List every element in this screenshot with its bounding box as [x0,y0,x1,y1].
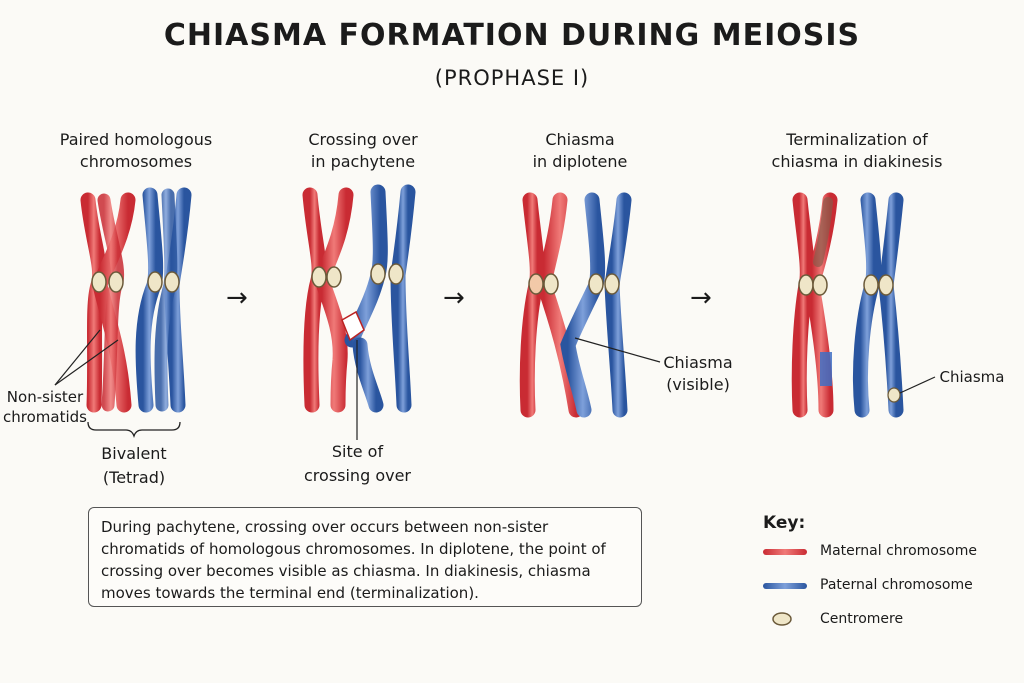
key-swatch-paternal [763,583,807,589]
paternal-segment [820,352,832,386]
annotation-line: (visible) [666,375,730,394]
paternal-chromatid [135,187,164,413]
annotation-chiasma-terminal: Chiasma [939,368,1005,386]
centromere-icon [326,266,342,288]
arrow-icon: → [690,283,712,313]
key-swatch-maternal [763,549,807,555]
bracket [87,421,181,439]
centromere-icon [108,271,124,293]
centromere-icon [878,274,894,296]
annotation-line: Bivalent [101,444,167,463]
key-title: Key: [763,513,806,533]
leader-line [899,376,936,394]
stage-label-pachytene: Crossing over in pachytene [253,129,473,173]
centromere-icon [388,263,404,285]
stage-label-diakinesis: Terminalization of chiasma in diakinesis [747,129,967,173]
stage-label-line: chromosomes [79,152,193,171]
centromere-icon [147,271,163,293]
centromere-icon [91,271,107,293]
centromere-icon [604,273,620,295]
annotation-line: chromatids [3,408,87,426]
key-row-centromere: Centromere [820,611,903,627]
centromere-icon [311,266,327,288]
stage3-diplotene [519,192,661,418]
stage-label-line: in diplotene [532,152,628,171]
key-label-centromere: Centromere [820,611,904,627]
paternal-chromatid [352,337,384,413]
stage-label-line: Terminalization of [786,130,928,149]
stage-label-line: in pachytene [310,152,416,171]
stage-label-line: Crossing over [308,130,418,149]
centromere-icon [798,274,814,296]
centromere-icon [370,263,386,285]
maternal-chromatid [314,187,354,413]
arrow-icon: → [443,283,465,313]
annotation-line: Chiasma [663,353,733,372]
key-label-maternal: Maternal chromosome [820,543,977,559]
key-label-paternal: Paternal chromosome [820,577,973,593]
annotation-line: (Tetrad) [102,468,166,487]
annotation-line: crossing over [304,466,411,485]
diagram-title: CHIASMA FORMATION DURING MEIOSIS [163,18,861,53]
centromere-icon [528,273,544,295]
maternal-chromatid [519,192,545,418]
stage4-diakinesis [791,192,936,418]
key-row-maternal: Maternal chromosome [820,543,977,559]
annotation-bivalent: Bivalent (Tetrad) [84,442,184,490]
arrow-icon: → [226,283,248,313]
centromere-icon [863,274,879,296]
maternal-tip-mixed [813,197,833,267]
stage2-pachytene [302,184,416,440]
stage-label-line: chiasma in diakinesis [771,152,943,171]
paternal-chromatid [390,184,416,413]
centromere-icon [588,273,604,295]
centromere-icon [772,612,792,626]
paternal-chromatid [560,192,606,418]
paternal-chromatid [878,192,904,418]
annotation-line: Site of [331,442,384,461]
explanation-note: During pachytene, crossing over occurs b… [88,507,642,607]
centromere-icon [164,271,180,293]
paternal-chromatid [852,192,882,418]
centromere-icon [543,273,559,295]
centromere-icon [812,274,828,296]
annotation-chiasma-visible: Chiasma (visible) [658,352,738,396]
stage-label-paired: Paired homologous chromosomes [26,129,246,173]
paternal-chromatid [604,192,632,418]
annotation-site-crossing-over: Site of crossing over [300,440,415,488]
terminal-chiasma-icon [887,387,901,403]
annotation-line: Non-sister [6,388,84,406]
diagram-subtitle: (PROPHASE I) [434,66,590,90]
leader-line [54,339,119,386]
annotation-non-sister: Non-sister chromatids [0,387,90,427]
key-row-paternal: Paternal chromosome [820,577,973,593]
stage-label-diplotene: Chiasma in diplotene [470,129,690,173]
leader-line [54,329,101,386]
stage1-bivalent [54,187,192,439]
crossover-site-icon [341,310,365,342]
maternal-chromatid [791,192,815,418]
stage-label-line: Chiasma [545,130,615,149]
leader-line [574,337,661,363]
stage-label-line: Paired homologous [59,130,213,149]
maternal-chromatid [302,187,327,413]
